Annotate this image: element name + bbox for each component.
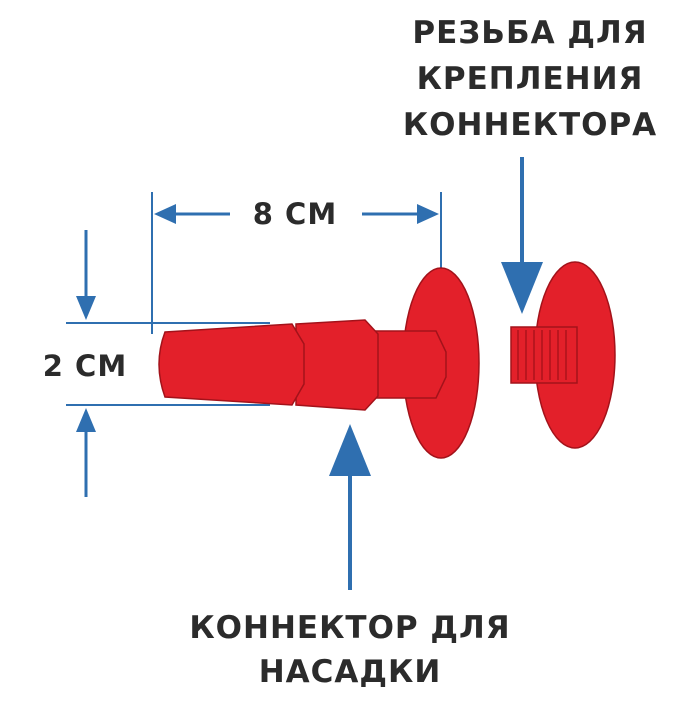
thread-callout-arrowhead: [501, 262, 543, 314]
length-label: 8 СМ: [230, 194, 360, 234]
length-arrowhead-left: [154, 204, 176, 224]
connector-label-line-1: КОННЕКТОР ДЛЯ: [189, 610, 511, 646]
diameter-label: 2 СМ: [30, 346, 140, 386]
connector-callout-arrowhead: [329, 424, 371, 476]
thread-callout-arrow: [501, 157, 543, 314]
thread-ridges: [517, 330, 567, 380]
thread-label-line-3: КОННЕКТОРА: [402, 107, 658, 143]
thread-label-line-2: КРЕПЛЕНИЯ: [416, 61, 644, 97]
thread-label: РЕЗЬБА ДЛЯ КРЕПЛЕНИЯ КОННЕКТОРА: [300, 10, 698, 148]
connector-label-line-2: НАСАДКИ: [258, 654, 442, 690]
connector-middle-segment: [295, 319, 379, 411]
thread-part: [510, 261, 616, 449]
thread-stud: [510, 326, 578, 384]
connector-base-segment: [371, 330, 447, 399]
diameter-arrowhead-top: [76, 296, 96, 320]
diameter-arrowhead-bottom: [76, 408, 96, 432]
connector-label: КОННЕКТОР ДЛЯ НАСАДКИ: [140, 606, 560, 694]
thread-label-line-1: РЕЗЬБА ДЛЯ: [412, 15, 648, 51]
connector-callout-arrow: [329, 424, 371, 590]
connector-part: [158, 267, 480, 459]
length-dimension: [151, 192, 442, 334]
connector-tip-segment: [158, 323, 305, 406]
diameter-dimension: [66, 230, 270, 497]
length-arrowhead-right: [417, 204, 439, 224]
